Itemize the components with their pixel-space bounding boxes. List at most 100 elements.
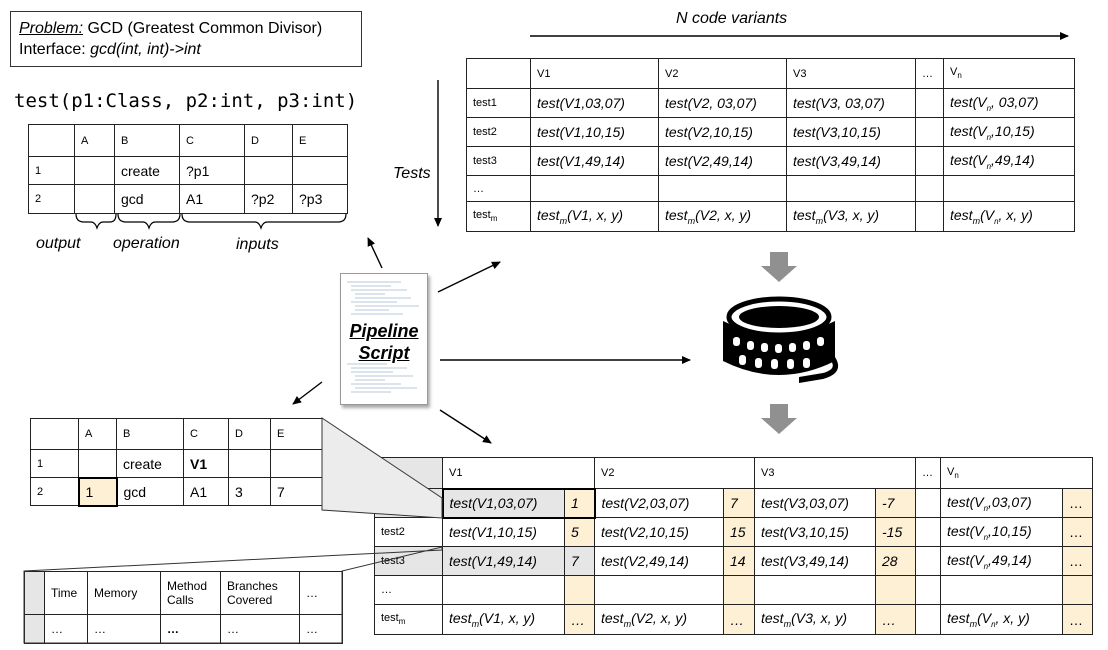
results-cell: test(V2,49,14) [594, 546, 724, 576]
cell-text: test [537, 207, 560, 224]
matrix-cell: test(V1,10,15) [530, 117, 659, 147]
result-value: 14 [723, 546, 755, 576]
results-cell [915, 488, 941, 518]
results-cell [594, 575, 724, 605]
vn-label: V [950, 66, 958, 79]
result-value: 1 [564, 487, 596, 519]
cell-sub: n [986, 161, 992, 171]
n-code-variants-label: N code variants [676, 10, 788, 27]
table-row: … [466, 175, 1075, 202]
test-id: … [466, 175, 531, 202]
script-lines-graphic [347, 281, 419, 393]
cell-text: (V1, x, y) [479, 610, 536, 627]
matrix-cell: test(V1,49,14) [530, 146, 659, 176]
brace-label-output: output [36, 235, 81, 252]
cell-text: ,10,15) [991, 122, 1035, 139]
results-cell [915, 604, 941, 635]
results-matrix-table: V1 V2 V3 … Vn test1 test(V1,03,07) 1 tes… [374, 457, 1094, 635]
result-header-cell: D [228, 418, 271, 450]
spec-cell: create [114, 156, 180, 185]
result-header-cell: A [78, 418, 117, 450]
result-output-cell: 1 [77, 476, 118, 507]
results-cell: test(V3,49,14) [754, 546, 876, 576]
test-id: testm [374, 604, 443, 635]
matrix-cell [915, 146, 944, 176]
cell-text: test [947, 610, 970, 627]
arrow-to-results [439, 409, 492, 444]
cell-sub: n [994, 216, 999, 226]
table-row: test1 test(V1,03,07) test(V2, 03,07) tes… [466, 88, 1075, 118]
result-value: … [1061, 488, 1094, 518]
results-cell [754, 575, 876, 605]
results-cell: testm(V1, x, y) [442, 604, 565, 635]
test-id: test1 [466, 88, 531, 118]
results-header-cell: Vn [939, 457, 1094, 489]
result-cell [78, 449, 117, 478]
cell-text: , x, y) [995, 610, 1030, 627]
metrics-cell: … [44, 614, 88, 644]
results-header-cell: … [915, 457, 941, 489]
result-cell: gcd [116, 477, 184, 506]
cell-sub: m [783, 618, 792, 629]
metrics-header-cell [24, 571, 45, 615]
result-header-cell [30, 418, 79, 450]
metrics-header-cell: Branches Covered [220, 571, 300, 615]
matrix-cell: test(V1,03,07) [530, 88, 659, 118]
matrix-cell: test(V3,49,14) [786, 146, 916, 176]
matrix-cell: testm(V1, x, y) [530, 201, 659, 232]
spec-header-cell: E [292, 124, 348, 157]
results-cell: test(Vn,03,07) [940, 488, 1063, 518]
spec-header-cell: A [74, 124, 115, 157]
matrix-cell [915, 88, 944, 118]
cell-text: test [601, 610, 624, 627]
cell-text: test [950, 207, 973, 224]
cell-text: test [793, 207, 816, 224]
matrix-cell [915, 175, 944, 202]
vn-label: V [947, 465, 955, 478]
tests-axis-label: Tests [393, 165, 431, 182]
result-value: … [723, 604, 755, 635]
test-spec-table: A B C D E 1 create ?p1 2 gcd A1 ?p2 ?p3 [28, 124, 348, 214]
matrix-cell: test(Vn,49,14) [943, 146, 1075, 176]
cell-text: ,49,14) [991, 151, 1035, 168]
cell-text: test(V [947, 551, 984, 568]
result-value: 5 [564, 517, 595, 547]
results-cell: test(V2,10,15) [594, 517, 724, 547]
result-row-index: 2 [30, 477, 79, 506]
results-cell: test(V3,03,07) [754, 488, 876, 518]
matrix-header-cell: V2 [658, 58, 787, 89]
results-header-cell [374, 457, 443, 489]
arrow-to-spec [367, 237, 383, 269]
table-row: test3 test(V1,49,14) test(V2,49,14) test… [466, 146, 1075, 176]
results-cell: test(Vn,10,15) [940, 517, 1063, 547]
arrow-to-test-matrix [437, 261, 501, 293]
cell-text: (V3, x, y) [791, 610, 848, 627]
cell-text: test(V [947, 493, 984, 510]
results-cell [940, 575, 1063, 605]
cell-sub: m [398, 617, 406, 627]
cell-sub: m [969, 618, 978, 629]
result-cell: create [116, 449, 184, 478]
table-row: testm testm(V1, x, y) testm(V2, x, y) te… [466, 201, 1075, 232]
cell-sub: m [972, 215, 981, 226]
interface-label: Interface: [19, 41, 91, 58]
gray-down-arrow [761, 252, 797, 282]
result-header-cell: E [270, 418, 323, 450]
result-cell: V1 [183, 449, 229, 478]
result-header-cell: C [183, 418, 229, 450]
cell-sub: n [983, 561, 989, 571]
results-cell: test(V2,03,07) [594, 488, 724, 518]
cell-sub: n [983, 503, 989, 513]
results-cell: test(V3,10,15) [754, 517, 876, 547]
problem-text: GCD (Greatest Common Divisor) [83, 20, 323, 37]
cell-sub: m [623, 618, 632, 629]
metrics-header-cell: Method Calls [160, 571, 221, 615]
cell-sub: n [983, 532, 989, 542]
cell-text: test(V [950, 93, 987, 110]
result-value [723, 575, 755, 605]
matrix-cell: test(V2,10,15) [658, 117, 787, 147]
result-header-cell: B [116, 418, 184, 450]
result-value: … [564, 604, 595, 635]
spec-header-cell: D [244, 124, 293, 157]
cell-sub: m [815, 215, 824, 226]
